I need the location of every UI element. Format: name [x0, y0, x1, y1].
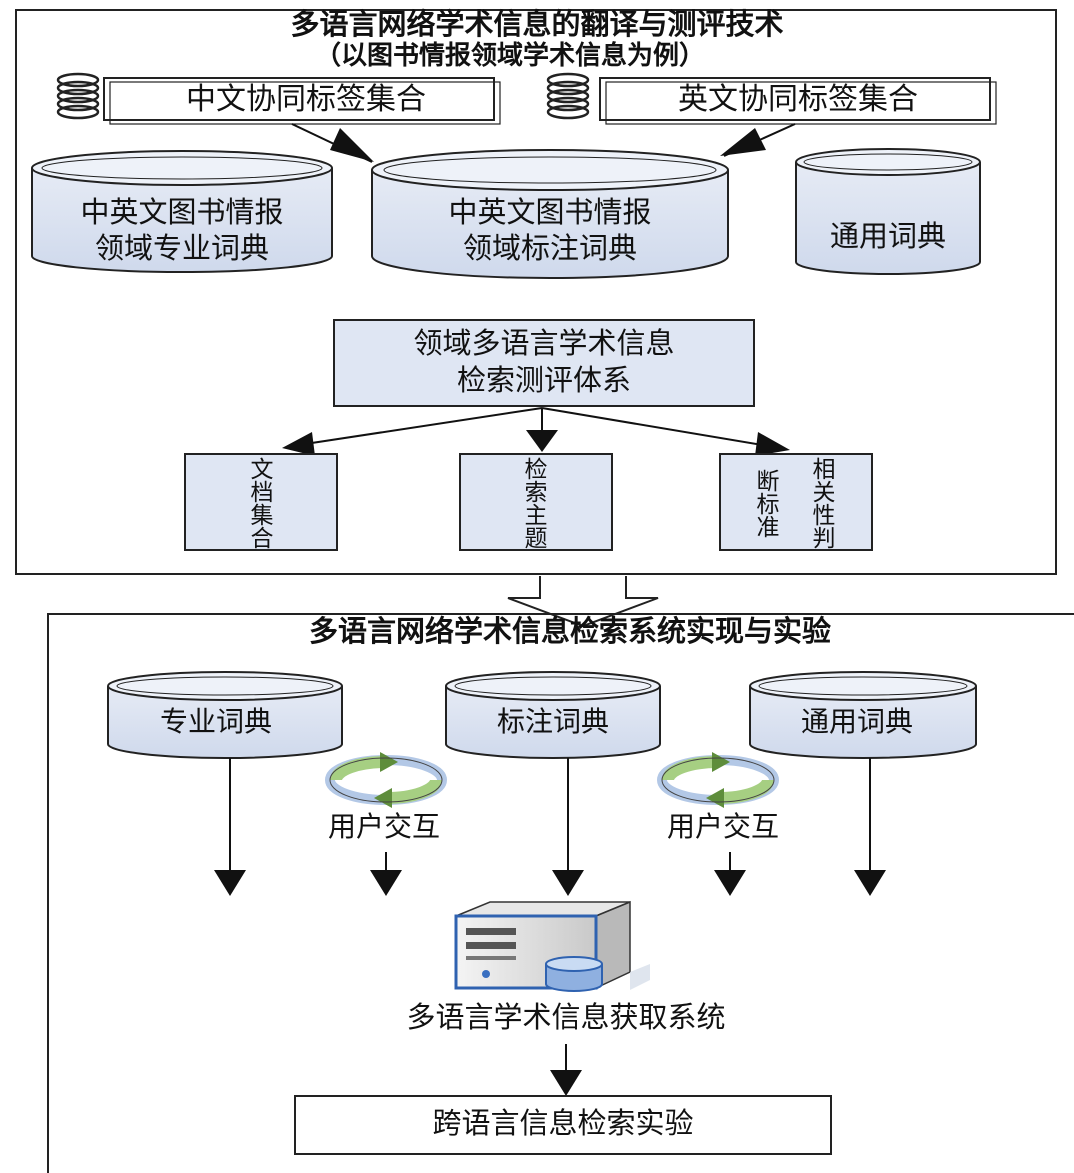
- dict-cylinder-annotation: 中英文图书情报 领域标注词典: [371, 149, 729, 279]
- user-interaction-cycle-icon: [325, 752, 447, 808]
- component-relevance-char: 性: [813, 503, 836, 529]
- arrow-head: [755, 432, 790, 456]
- panel-transition-arrow: [507, 576, 659, 628]
- dict-cylinder-general: 通用词典: [795, 148, 981, 275]
- tag-set-zh-label: 中文协同标签集合: [186, 82, 426, 117]
- arrow-eval-to-criteria: [541, 407, 769, 447]
- component-search-topics: 检 索 主 题: [459, 453, 613, 552]
- tag-set-en: 英文协同标签集合: [546, 72, 997, 125]
- arrow-head: [370, 870, 402, 896]
- component-document-set-char: 集: [251, 503, 274, 529]
- arrow-eval-to-docs: [291, 407, 543, 447]
- experiment-label: 跨语言信息检索实验: [432, 1106, 693, 1140]
- dict-annotation-line2: 领域标注词典: [463, 231, 637, 265]
- component-criteria-char: 断: [757, 469, 780, 495]
- top-panel-title: 多语言网络学术信息的翻译与测评技术: [290, 7, 783, 41]
- arrow-head: [714, 870, 746, 896]
- dict-annotation-line1: 中英文图书情报: [448, 195, 651, 229]
- arrow-head: [720, 128, 766, 156]
- dict-general-bottom-label: 通用词典: [801, 705, 913, 738]
- arrow-head: [214, 870, 246, 896]
- dict-professional-line1: 中英文图书情报: [80, 195, 283, 229]
- top-panel-frame: [15, 9, 1057, 575]
- component-document-set-char: 合: [251, 526, 274, 552]
- component-relevance-char: 判: [813, 526, 836, 552]
- component-relevance-char: 相: [813, 457, 836, 483]
- tag-set-zh: 中文协同标签集合: [56, 72, 501, 125]
- notebook-icon: [546, 72, 590, 120]
- dict-cylinder-general-bottom: 通用词典: [749, 671, 977, 759]
- component-document-set-char: 档: [251, 480, 274, 506]
- dict-cylinder-professional: 中英文图书情报 领域专业词典: [31, 150, 333, 273]
- dict-cylinder-annotation-bottom: 标注词典: [445, 671, 661, 759]
- user-interaction-left-label: 用户交互: [328, 810, 440, 843]
- bottom-panel-frame: [47, 613, 1074, 1173]
- arrow-head: [330, 128, 374, 162]
- component-criteria-char: 标: [757, 492, 780, 518]
- component-document-set: 文 档 集 合: [184, 453, 338, 552]
- eval-system-line2: 检索测评体系: [457, 363, 631, 397]
- bottom-panel-title: 多语言网络学术信息检索系统实现与实验: [309, 614, 831, 648]
- arrow-head: [854, 870, 886, 896]
- arrow-head: [550, 1070, 582, 1096]
- tag-set-en-label: 英文协同标签集合: [678, 82, 918, 117]
- user-interaction-cycle-icon: [657, 752, 779, 808]
- notebook-icon: [56, 72, 100, 120]
- component-relevance-criteria: 相 关 性 判 断 标 准: [719, 453, 873, 552]
- dict-cylinder-professional-bottom: 专业词典: [107, 671, 343, 759]
- user-interaction-right: 用户交互: [657, 752, 779, 896]
- component-search-topics-char: 题: [525, 526, 548, 552]
- arrow-head: [282, 432, 315, 456]
- component-search-topics-char: 主: [525, 503, 548, 529]
- component-search-topics-char: 检: [525, 457, 548, 483]
- dict-professional-line2: 领域专业词典: [95, 231, 269, 265]
- user-interaction-left: 用户交互: [325, 752, 447, 896]
- component-search-topics-char: 索: [525, 480, 548, 506]
- bottom-panel: 多语言网络学术信息检索系统实现与实验 专业词典 标注词典 通用词典: [47, 613, 1074, 1173]
- arrow-head: [552, 870, 584, 896]
- component-relevance-char: 关: [813, 480, 836, 506]
- dict-professional-bottom-label: 专业词典: [160, 705, 272, 738]
- dict-general-label: 通用词典: [830, 219, 946, 253]
- database-cylinder-icon: [545, 956, 603, 992]
- component-document-set-char: 文: [251, 457, 274, 483]
- user-interaction-right-label: 用户交互: [667, 810, 779, 843]
- eval-system-line1: 领域多语言学术信息: [413, 326, 674, 360]
- dict-annotation-bottom-label: 标注词典: [497, 705, 609, 738]
- top-panel: 多语言网络学术信息的翻译与测评技术 （以图书情报领域学术信息为例） 中文协同标签…: [15, 7, 1057, 575]
- system-label: 多语言学术信息获取系统: [406, 1000, 725, 1034]
- top-panel-subtitle: （以图书情报领域学术信息为例）: [315, 40, 705, 71]
- server-icon: [454, 900, 650, 992]
- component-criteria-char: 准: [757, 515, 780, 541]
- arrow-head: [526, 430, 558, 452]
- eval-system-box: 领域多语言学术信息 检索测评体系: [333, 319, 755, 407]
- experiment-box: 跨语言信息检索实验: [294, 1095, 832, 1155]
